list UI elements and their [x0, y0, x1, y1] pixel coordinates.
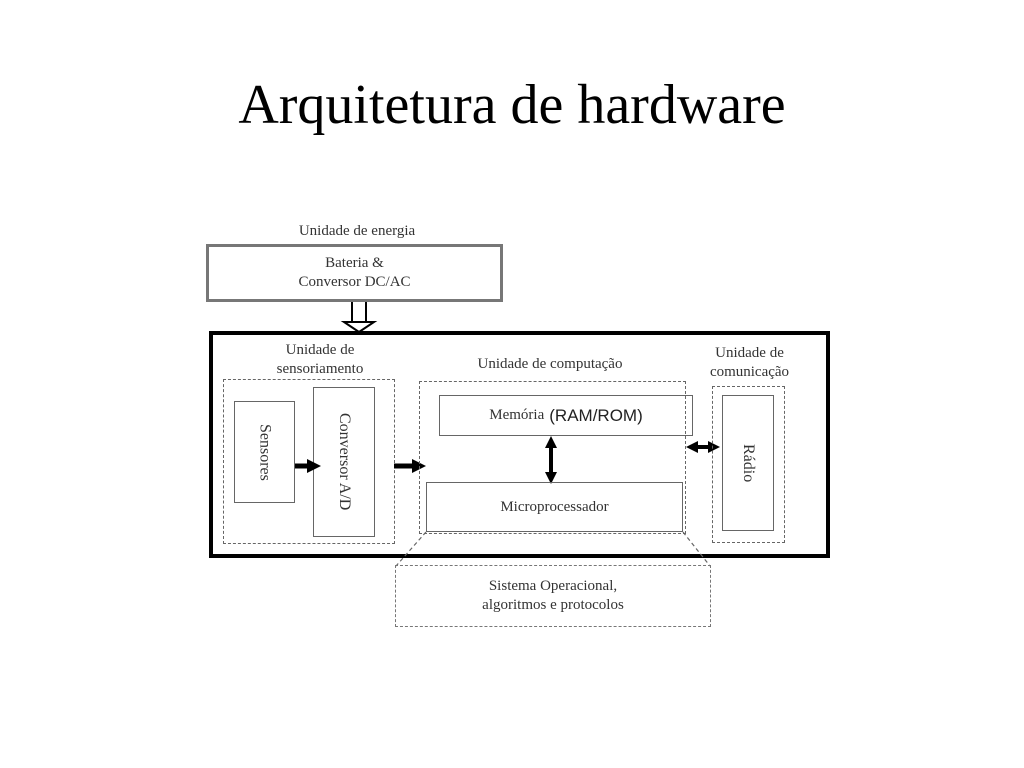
- battery-label: Bateria &: [325, 255, 384, 271]
- computing-comm-arrow: [686, 441, 720, 453]
- sensing-label-line2: sensoriamento: [276, 361, 364, 377]
- power-arrow: [340, 302, 378, 334]
- comm-label-line2: comunicação: [709, 364, 790, 380]
- sensing-label-line1: Unidade de: [285, 342, 355, 358]
- sensing-unit-label: Unidade de sensoriamento: [250, 341, 390, 379]
- memory-cpu-arrow: [545, 436, 557, 484]
- comm-unit-label: Unidade de comunicação: [692, 344, 807, 382]
- radio-box: Rádio: [722, 395, 774, 531]
- power-unit-label: Unidade de energia: [298, 223, 416, 239]
- memory-type-label: (RAM/ROM): [549, 405, 643, 425]
- algorithms-label: algoritmos e protocolos: [482, 597, 624, 613]
- sensors-box: Sensores: [234, 401, 295, 503]
- computing-unit-box: [419, 381, 686, 534]
- memory-label: Memória: [489, 407, 545, 423]
- memory-box: Memória (RAM/ROM): [439, 395, 693, 436]
- comm-label-line1: Unidade de: [715, 345, 784, 361]
- sensors-to-converter-arrow: [295, 459, 321, 473]
- microprocessor-label: Microprocessador: [500, 498, 609, 515]
- sensors-label: Sensores: [256, 423, 274, 481]
- sensor-node-frame: [209, 331, 830, 558]
- computing-unit-label: Unidade de computação: [477, 356, 623, 372]
- radio-label: Rádio: [740, 443, 757, 483]
- software-box: Sistema Operacional, algoritmos e protoc…: [395, 565, 711, 627]
- ad-converter-label: Conversor A/D: [336, 413, 353, 511]
- slide-title: Arquitetura de hardware: [238, 74, 786, 136]
- microprocessor-box: Microprocessador: [426, 482, 683, 532]
- dc-ac-converter-label: Conversor DC/AC: [298, 274, 411, 290]
- sensing-unit-box: [223, 379, 395, 544]
- software-callout-lines: [395, 531, 711, 567]
- battery-converter-box: Bateria & Conversor DC/AC: [206, 244, 503, 302]
- comm-unit-box: [712, 386, 785, 543]
- ad-converter-box: Conversor A/D: [313, 387, 375, 537]
- os-label: Sistema Operacional,: [488, 578, 618, 594]
